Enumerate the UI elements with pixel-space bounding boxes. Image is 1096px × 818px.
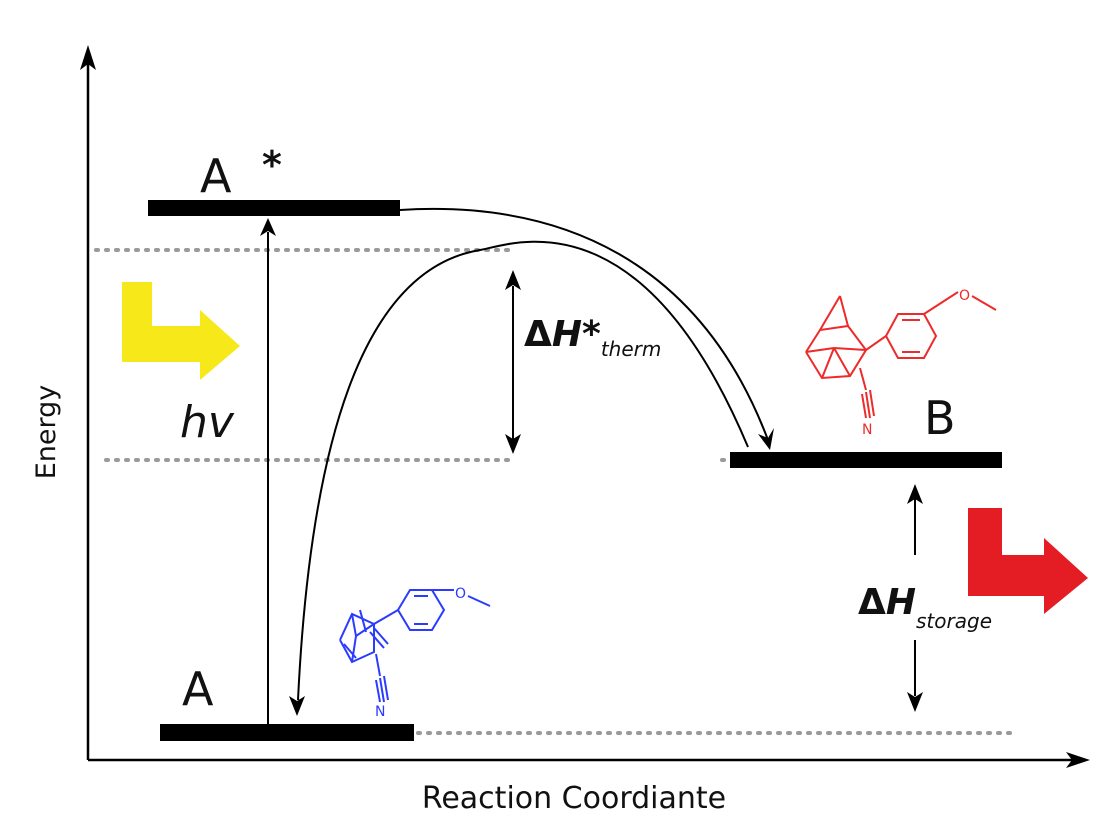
storage-subscript: storage [916,609,992,633]
hv-label: hv [180,397,235,448]
relaxation-curve-arrow [399,208,774,450]
yellow-bent-arrow [122,282,240,380]
y-axis-label: Energy [31,385,62,480]
a-ground-level [160,724,414,741]
blue-methoxy-atom: O [455,586,466,602]
delta-h-storage-label: ΔHstorage [858,582,992,633]
reference-lines [94,248,1014,735]
blue-nitrile-atom: N [375,704,385,720]
b-level [730,452,1002,468]
red-nitrile-atom: N [862,422,872,438]
delta-symbol: Δ [858,582,886,623]
excitation-arrow [260,218,276,724]
quadricyclane-molecule [805,291,997,419]
a-ground-label: A [182,662,214,716]
a-excited-marker: * [262,143,282,187]
thermal-curve-arrow [289,240,749,716]
red-methoxy-atom: O [959,288,970,304]
red-bent-arrow [968,508,1088,614]
h-star-symbol: H* [552,314,601,355]
delta-h-therm-label: ΔH*therm [524,314,661,361]
labels: Energy Reaction Coordiante A * B A hv ΔH… [31,143,992,816]
b-label: B [924,391,956,445]
a-excited-label: A [200,149,232,203]
storage-arrows [907,484,923,712]
therm-subscript: therm [601,337,662,361]
therm-double-arrow [505,270,521,454]
heat-output-arrow [968,508,1088,614]
a-excited-level [148,200,400,216]
energy-levels [148,200,1002,741]
norbornadiene-molecule [339,589,491,703]
h-symbol: H [886,582,916,623]
hv-main: h [180,397,208,448]
y-axis-arrowhead [80,45,96,70]
x-axis-label: Reaction Coordiante [422,781,726,816]
x-axis-arrowhead [1066,752,1090,768]
hv-sub: v [208,397,235,448]
axes [80,45,1090,768]
delta-symbol: Δ [524,314,552,355]
light-input-arrow [122,282,240,380]
